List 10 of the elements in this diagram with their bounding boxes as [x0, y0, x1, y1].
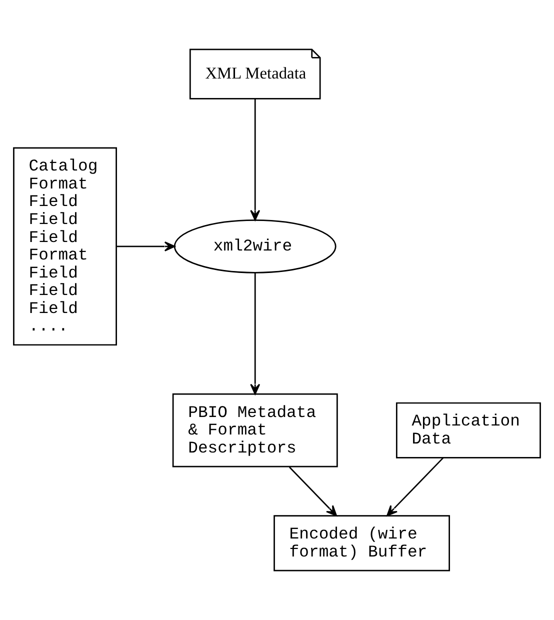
arrow [250, 272, 260, 395]
node-box: Application Data [396, 402, 541, 458]
node-box: Encoded (wire format) Buffer [274, 515, 450, 572]
node-ellipse: xml2wire [174, 220, 336, 274]
arrow [250, 99, 260, 221]
node-box: Catalog Format Field Field Field Format Field Field Field .... [13, 147, 117, 346]
arrow [116, 241, 176, 252]
node-box: PBIO Metadata & Format Descriptors [172, 393, 338, 468]
arrow [288, 466, 337, 516]
arrow [386, 457, 444, 516]
